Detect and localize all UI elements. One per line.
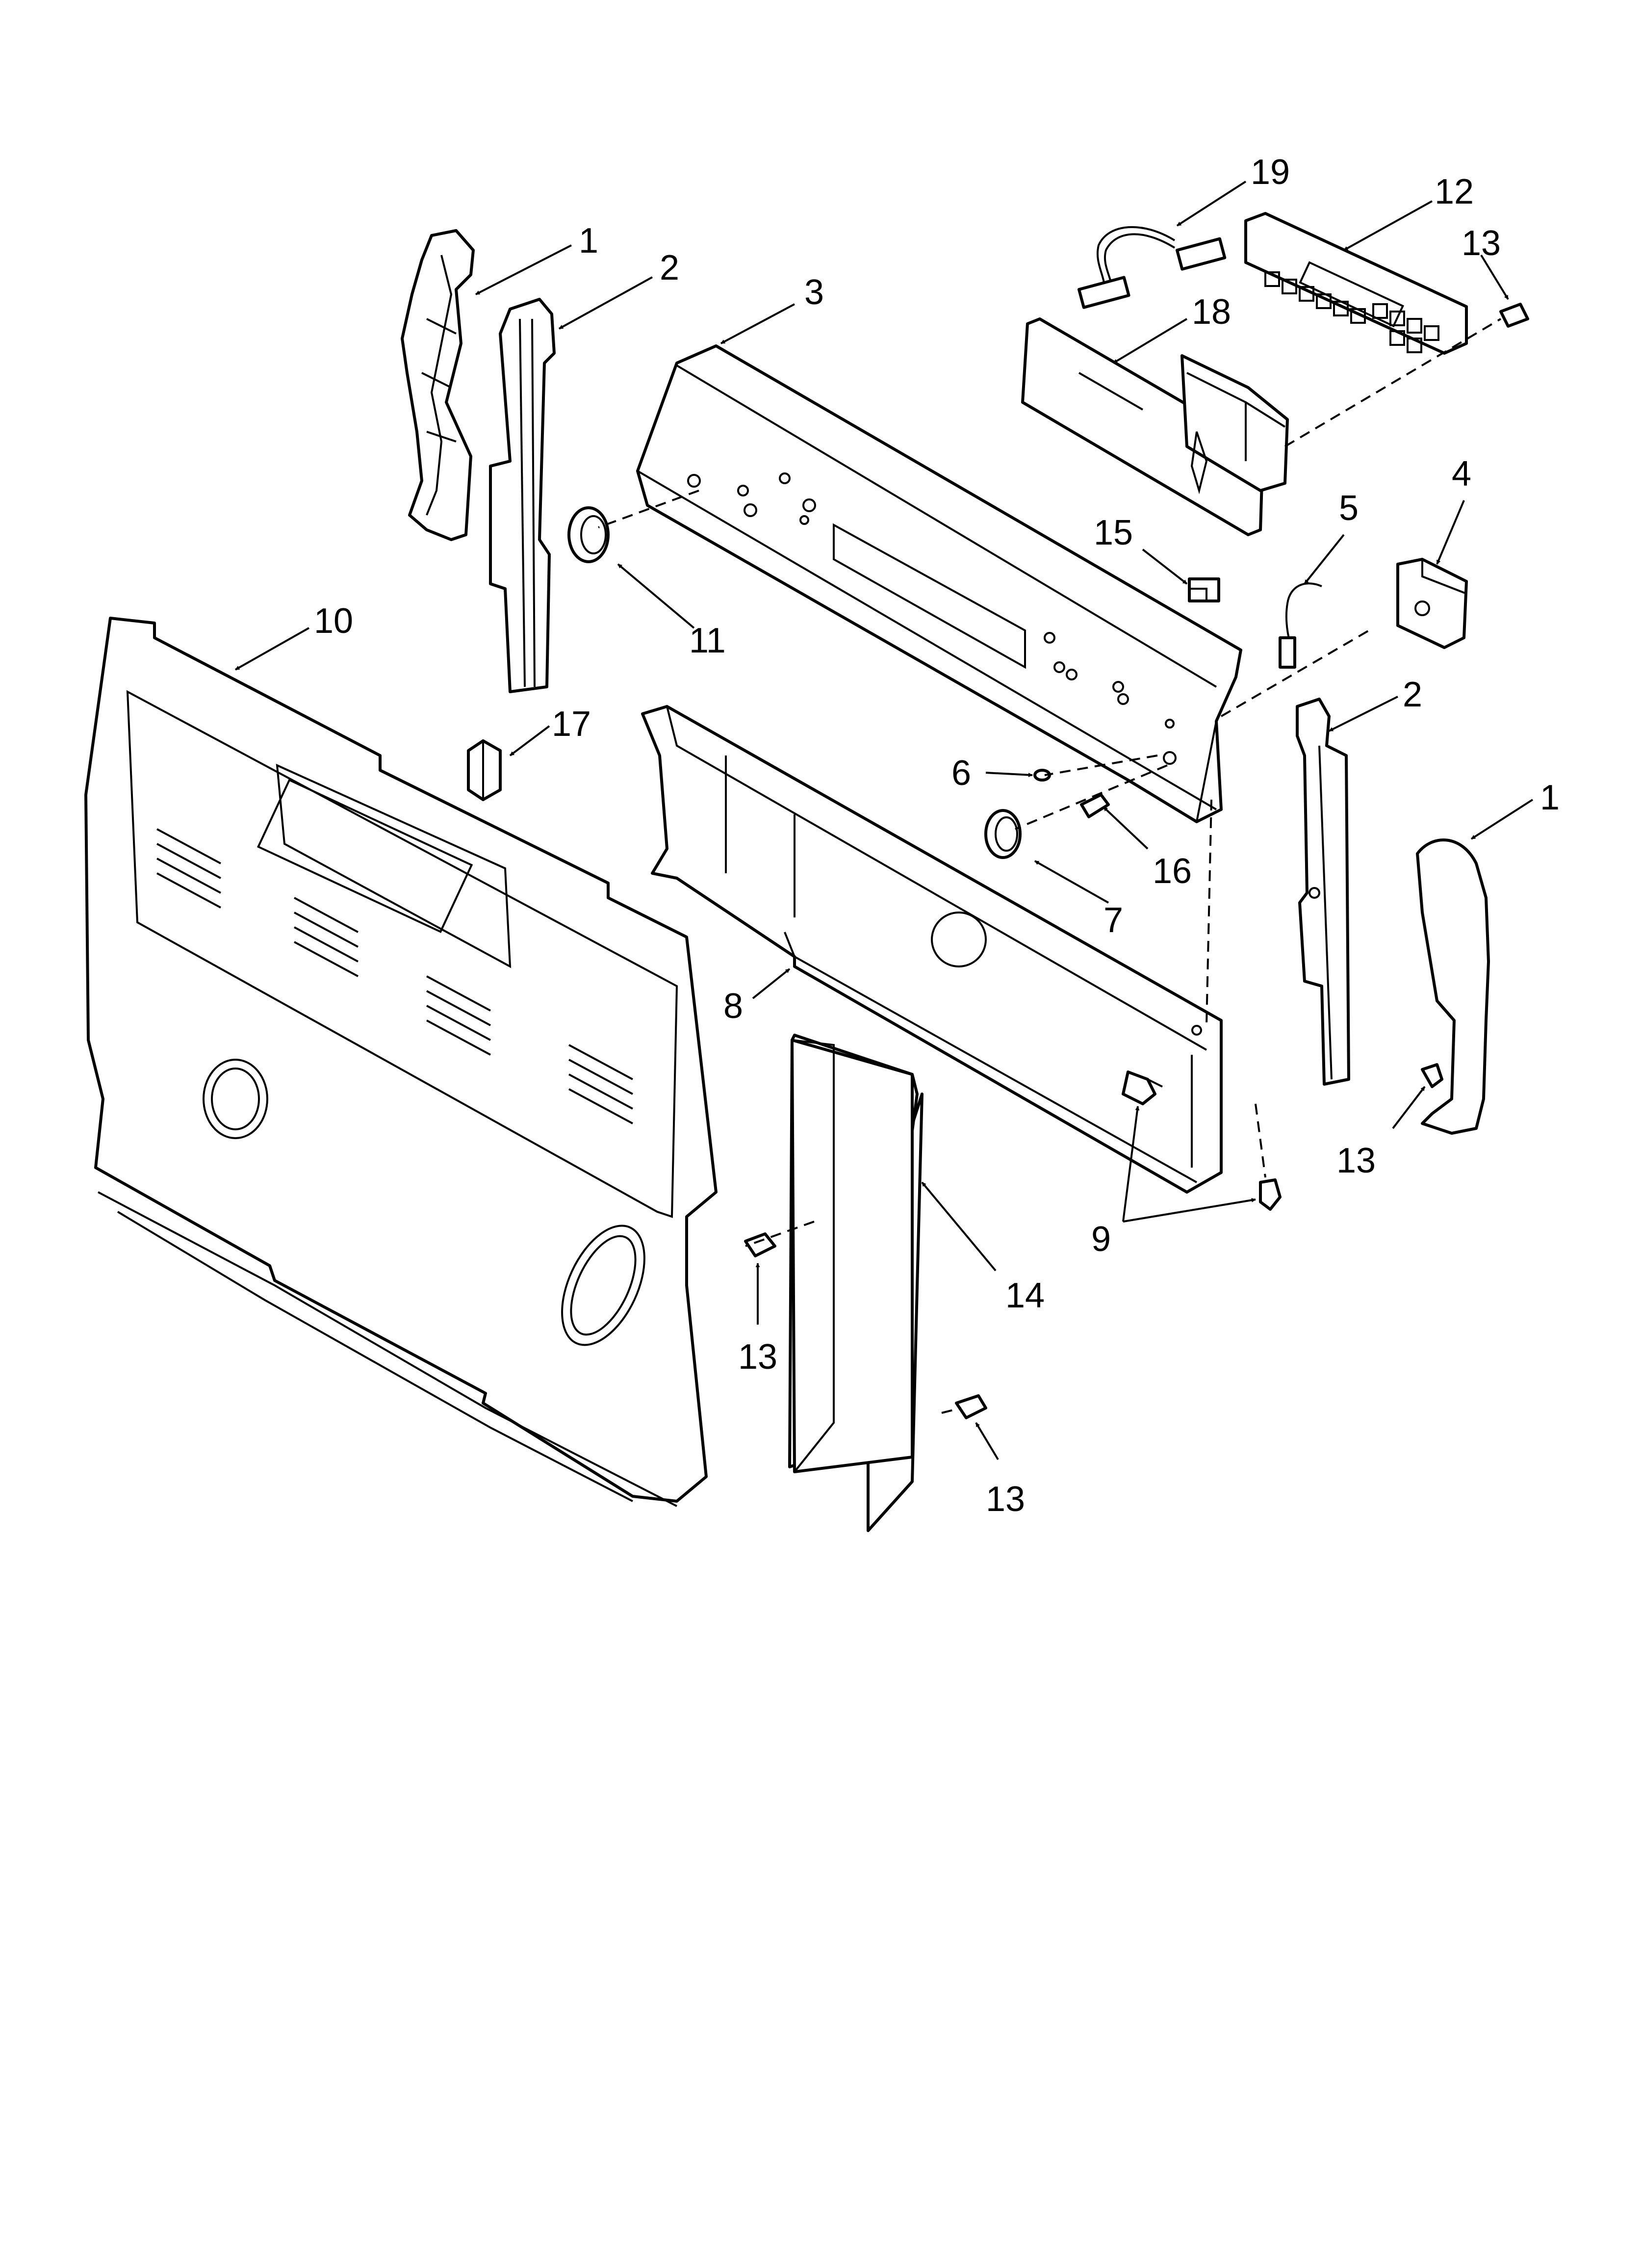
callout-3: 3 [804, 273, 824, 312]
callout-12: 12 [1435, 172, 1474, 211]
alignment-lines [598, 318, 1502, 1414]
callout-13-bottom: 13 [986, 1480, 1025, 1519]
end-cap-left-part-1 [401, 229, 475, 541]
wire-harness-part-19 [1078, 226, 1227, 309]
knob-part-7 [984, 809, 1022, 859]
callout-11: 11 [689, 621, 726, 660]
clip-part-17 [467, 739, 502, 801]
callout-13-top: 13 [1462, 224, 1501, 263]
callout-17: 17 [552, 704, 591, 744]
callout-2-left: 2 [660, 248, 679, 287]
callout-18: 18 [1192, 292, 1231, 332]
knob-part-11 [567, 506, 610, 563]
side-trim-part-14 [788, 1034, 924, 1532]
leader-arrows [235, 181, 1534, 1460]
screw-part-9b [1259, 1178, 1282, 1211]
selector-switch-part-4 [1396, 558, 1468, 649]
callout-13-lower-left: 13 [738, 1337, 777, 1377]
touch-control-part-12 [1244, 212, 1468, 355]
screw-part-16 [1080, 793, 1110, 818]
callout-6: 6 [951, 754, 971, 793]
screw-part-13d [955, 1394, 987, 1419]
manifold-panel-part-8 [641, 705, 1223, 1194]
callout-10: 10 [314, 601, 353, 641]
callout-labels: 1 1 2 2 3 4 5 6 7 8 9 10 11 12 13 13 13 … [314, 153, 1560, 1519]
screw-part-13c [744, 1232, 776, 1257]
side-bracket-right-part-2 [1296, 698, 1350, 1086]
screw-part-13a [1499, 303, 1529, 328]
callout-8: 8 [723, 987, 743, 1026]
switch-part-15 [1188, 577, 1220, 602]
callout-5: 5 [1339, 489, 1359, 528]
callout-15: 15 [1094, 513, 1133, 552]
callout-16: 16 [1153, 852, 1192, 891]
callout-7: 7 [1103, 901, 1123, 940]
end-cap-right-part-1 [1416, 838, 1490, 1135]
side-bracket-left-part-2 [489, 298, 556, 693]
callout-19: 19 [1251, 153, 1290, 192]
screw-part-9a [1122, 1070, 1163, 1105]
rear-panel-part-10 [84, 617, 718, 1507]
wire-lead-part-5 [1279, 582, 1322, 669]
callout-1-right: 1 [1540, 778, 1560, 817]
callout-9: 9 [1091, 1220, 1111, 1259]
screw-part-13b [1421, 1063, 1443, 1088]
callout-1-left: 1 [579, 221, 598, 261]
callout-14: 14 [1005, 1276, 1045, 1315]
callout-4: 4 [1452, 454, 1471, 494]
callout-13-right: 13 [1336, 1141, 1376, 1180]
control-board-part-18 [1021, 317, 1289, 536]
callout-2-right: 2 [1403, 675, 1422, 714]
control-panel-part-3 [636, 344, 1242, 823]
